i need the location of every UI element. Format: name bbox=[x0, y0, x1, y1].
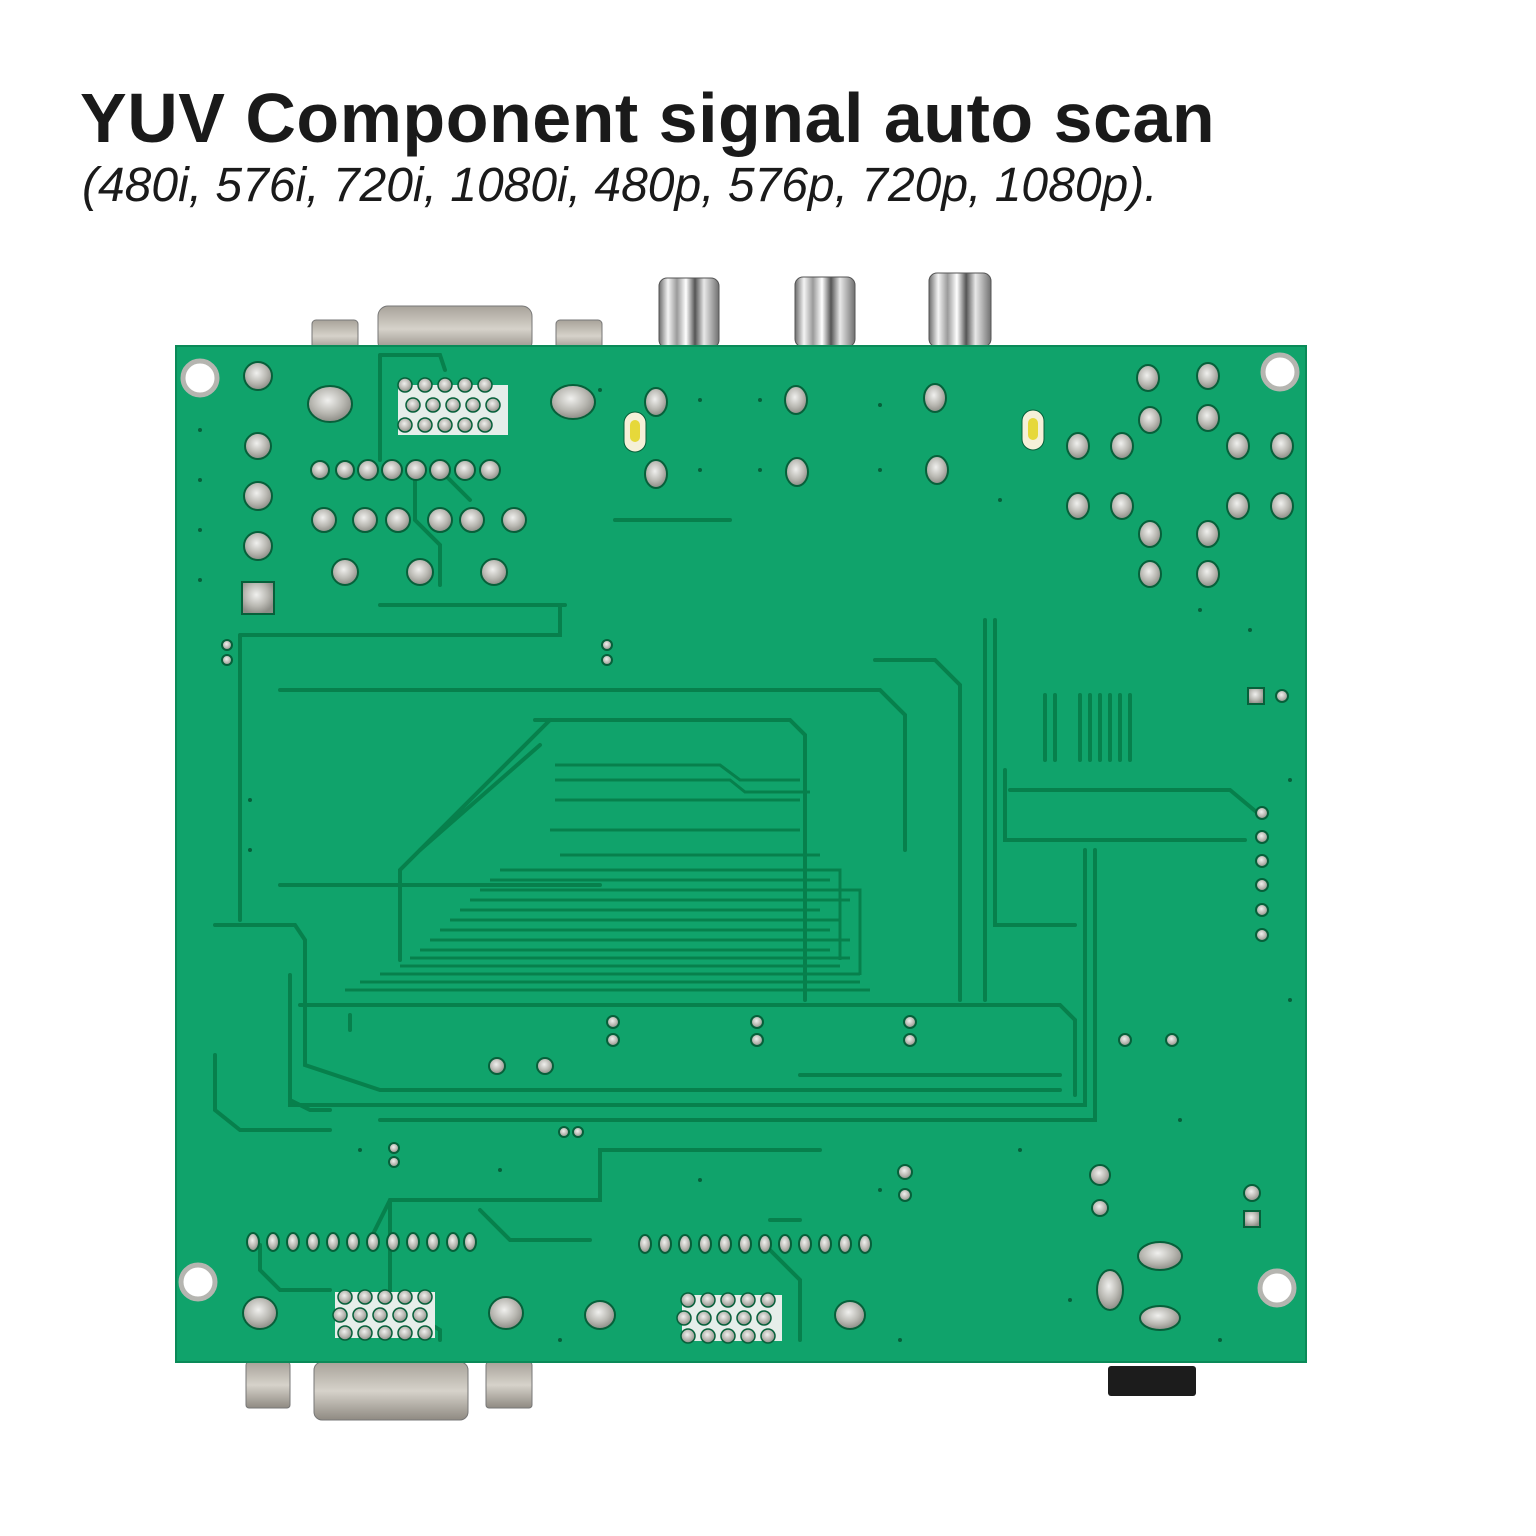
bottom-connectors bbox=[245, 1361, 1196, 1421]
vga-footprint-bottom bbox=[332, 1289, 782, 1344]
caption-title: YUV Component signal auto scan bbox=[80, 79, 1216, 157]
top-connectors bbox=[311, 272, 992, 353]
solder-pads bbox=[221, 361, 1294, 1331]
caption-subtitle: (480i, 576i, 720i, 1080i, 480p, 576p, 72… bbox=[82, 159, 1158, 212]
vga-footprint-top bbox=[397, 377, 508, 435]
